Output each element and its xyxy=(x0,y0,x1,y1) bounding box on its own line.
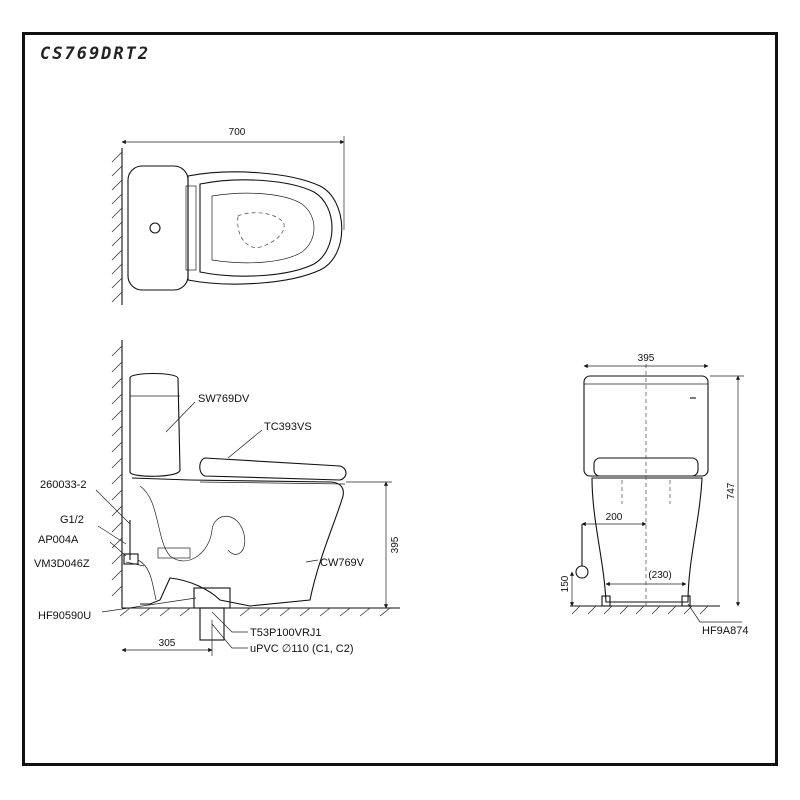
side-view: 395 305 SW769DV TC393VS 260033-2 G1/2 AP… xyxy=(34,340,401,656)
side-floor-hatch xyxy=(119,607,391,617)
trap-detail xyxy=(157,547,191,559)
dim-seat-height-text: 395 xyxy=(390,536,401,553)
leader-hf9a874 xyxy=(687,603,742,623)
label-bowl: CW769V xyxy=(320,557,365,569)
leader-seat xyxy=(227,429,263,459)
front-tank xyxy=(583,375,709,477)
leader-bowl xyxy=(305,559,319,563)
side-bowl xyxy=(131,477,344,607)
dim-valve-offset-text: 200 xyxy=(606,512,623,523)
top-tank xyxy=(127,165,189,291)
leader-tank xyxy=(165,401,196,433)
top-seat xyxy=(199,179,333,277)
label-drain: T53P100VRJ1 xyxy=(250,627,322,639)
leader-pipe xyxy=(211,623,248,649)
trapway xyxy=(139,485,246,562)
leader-vm3d xyxy=(125,561,145,567)
front-bowl xyxy=(591,477,703,603)
label-tank: SW769DV xyxy=(198,393,250,405)
leader-ap004a xyxy=(109,541,127,557)
angle-valve xyxy=(123,553,139,565)
floor-bolt-left xyxy=(601,595,611,607)
top-bowl-inner xyxy=(211,192,315,264)
dim-bolt-span-text: (230) xyxy=(648,570,671,581)
front-seat xyxy=(593,457,699,477)
seat-underside xyxy=(199,481,346,485)
front-valve-icon xyxy=(575,565,589,579)
floor-flange xyxy=(193,587,231,609)
drain-opening xyxy=(237,212,285,249)
dim-length-text: 700 xyxy=(229,127,246,138)
label-ap004a: AP004A xyxy=(38,534,79,546)
side-seat xyxy=(199,457,347,481)
seat-hinge xyxy=(185,185,197,271)
model-title: CS769DRT2 xyxy=(40,44,151,64)
label-pipe: uPVC ∅110 (C1, C2) xyxy=(250,643,354,655)
top-bowl-outer xyxy=(187,171,343,285)
top-wall-hatch xyxy=(111,151,123,303)
flush-button-icon xyxy=(149,222,161,234)
leader-drain xyxy=(211,611,248,633)
label-vm3d046z: VM3D046Z xyxy=(34,558,90,570)
label-seat: TC393VS xyxy=(264,421,312,433)
dim-inlet-height-text: 150 xyxy=(560,575,571,592)
dim-rough-in-text: 305 xyxy=(159,638,176,649)
label-260033: 260033-2 xyxy=(40,479,87,491)
label-hf9a874: HF9A874 xyxy=(702,625,748,637)
front-view: 395 747 200 (230) 150 HF9A874 xyxy=(560,353,748,637)
label-hf90590u: HF90590U xyxy=(38,610,91,622)
front-floor-hatch xyxy=(571,605,709,615)
top-view: 700 xyxy=(111,127,345,305)
dim-height-text: 747 xyxy=(726,482,737,499)
leader-260033 xyxy=(95,489,131,525)
drawing-frame xyxy=(22,32,778,766)
leader-g12 xyxy=(97,525,127,545)
floor-bolt-right xyxy=(681,595,691,607)
side-tank xyxy=(129,372,181,477)
dim-width-text: 395 xyxy=(638,353,655,364)
label-g12: G1/2 xyxy=(60,514,84,526)
side-wall-hatch xyxy=(111,345,123,597)
leader-hf90590u xyxy=(101,597,197,613)
supply-hose xyxy=(137,559,157,601)
